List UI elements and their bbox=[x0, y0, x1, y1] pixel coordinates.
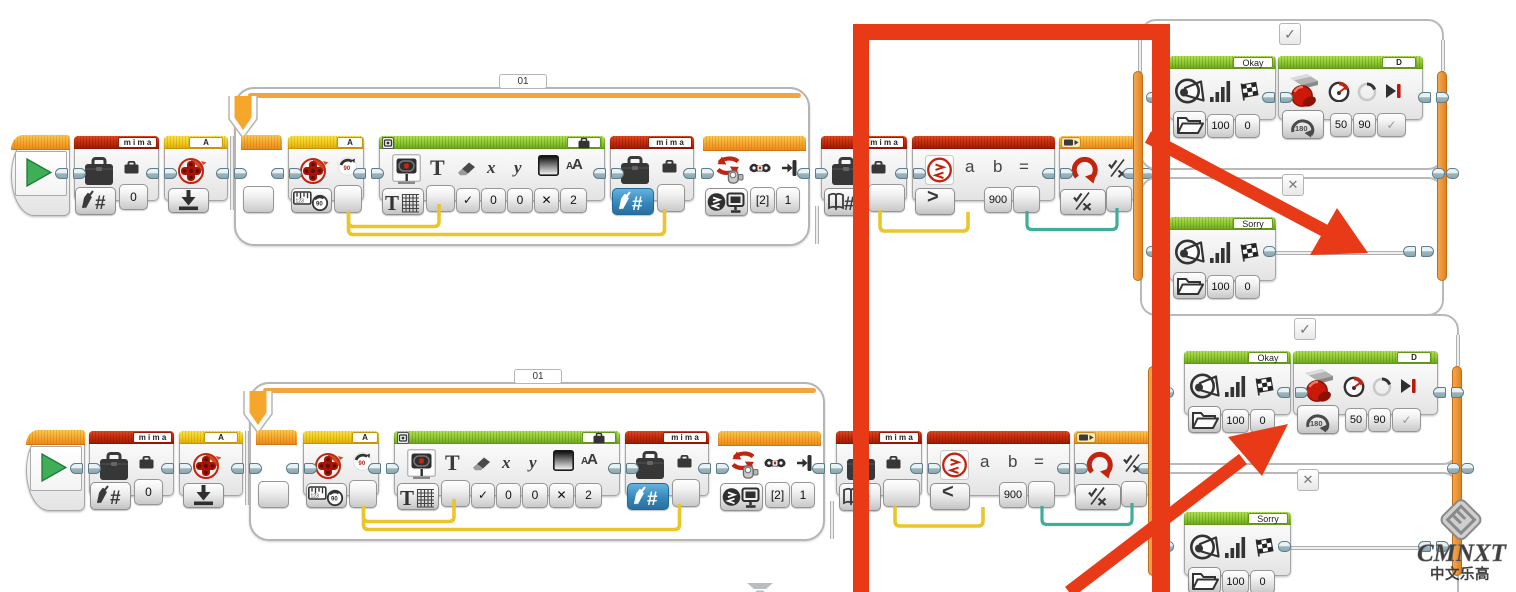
svg-text:90: 90 bbox=[344, 166, 351, 172]
svg-text:CMNXT: CMNXT bbox=[1417, 540, 1508, 567]
svg-text:#: # bbox=[844, 194, 855, 213]
svg-text:90: 90 bbox=[331, 497, 338, 503]
svg-text:#: # bbox=[110, 488, 121, 507]
svg-text:中文乐高: 中文乐高 bbox=[1430, 565, 1490, 583]
svg-text:#: # bbox=[95, 193, 106, 212]
svg-text:#: # bbox=[632, 194, 643, 213]
svg-text:#: # bbox=[647, 489, 658, 508]
svg-text:T: T bbox=[385, 191, 399, 213]
svg-text:T: T bbox=[400, 486, 414, 508]
svg-text:123: 123 bbox=[311, 494, 320, 500]
svg-text:123: 123 bbox=[296, 199, 305, 205]
svg-text:90: 90 bbox=[316, 202, 323, 208]
svg-text:180: 180 bbox=[1310, 419, 1323, 428]
svg-text:180: 180 bbox=[1295, 124, 1308, 133]
svg-text:90: 90 bbox=[359, 461, 366, 467]
